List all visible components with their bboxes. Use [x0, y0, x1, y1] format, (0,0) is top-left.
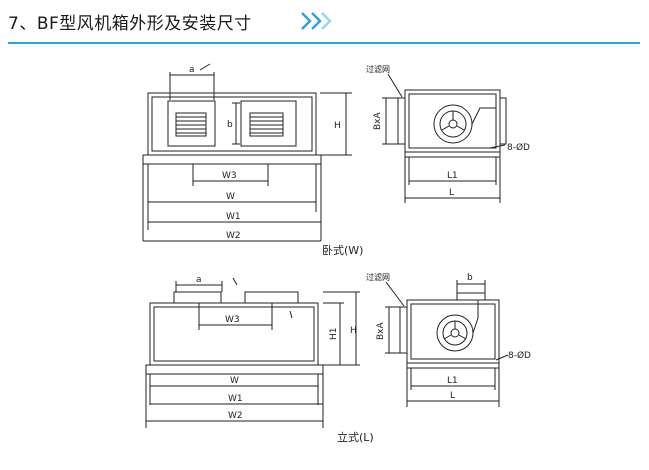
dim-W: W — [226, 192, 235, 202]
dim-H1: H1 — [329, 328, 339, 341]
centrifugal-fan-icon — [433, 104, 496, 144]
vertical-front-view — [145, 277, 360, 428]
dim-L: L — [450, 391, 455, 401]
header: 7、BF型风机箱外形及安装尺寸 — [0, 0, 649, 48]
dim-W3: W3 — [222, 171, 237, 181]
caption-vertical: 立式(L) — [337, 430, 374, 444]
dim-W: W — [230, 376, 239, 386]
dim-b: b — [227, 120, 233, 130]
dim-W3: W3 — [225, 315, 240, 325]
filter-label: 过滤网 — [366, 64, 390, 74]
page-title: 7、BF型风机箱外形及安装尺寸 — [8, 14, 252, 34]
dim-BxA: BxA — [373, 111, 383, 130]
dim-W1: W1 — [226, 212, 241, 222]
horizontal-labels: a b H W3 W W1 W2 卧式(W) 过滤网 BxA 8-ØD L1 L — [189, 64, 530, 257]
horizontal-side-view — [382, 73, 507, 203]
dim-W1: W1 — [228, 394, 243, 404]
centrifugal-fan-icon — [436, 300, 479, 352]
bolt-holes: 8-ØD — [507, 142, 530, 153]
filter-label: 过滤网 — [366, 272, 390, 282]
dim-W2: W2 — [226, 231, 241, 241]
fan-outlet-grille-right — [249, 112, 284, 137]
dim-BxA: BxA — [376, 321, 386, 340]
bolt-holes: 8-ØD — [508, 350, 531, 361]
dim-L1: L1 — [447, 376, 458, 386]
vertical-side-view — [385, 280, 509, 407]
fan-outlet-grille-left — [175, 112, 207, 137]
dim-H: H — [350, 326, 357, 336]
dim-W2: W2 — [228, 411, 243, 421]
dim-L: L — [449, 188, 454, 198]
dim-H: H — [334, 121, 341, 131]
title-underline — [8, 42, 640, 44]
caption-horizontal: 卧式(W) — [322, 244, 363, 257]
dim-a: a — [196, 275, 202, 285]
vertical-labels: a W3 H1 H W W1 W2 立式(L) 过滤网 BxA b 8-ØD L… — [196, 272, 531, 444]
double-chevron-right-icon — [301, 12, 332, 30]
horizontal-front-view — [142, 63, 352, 242]
dim-L1: L1 — [447, 171, 458, 181]
dim-b: b — [467, 273, 473, 283]
dim-a: a — [189, 65, 195, 75]
